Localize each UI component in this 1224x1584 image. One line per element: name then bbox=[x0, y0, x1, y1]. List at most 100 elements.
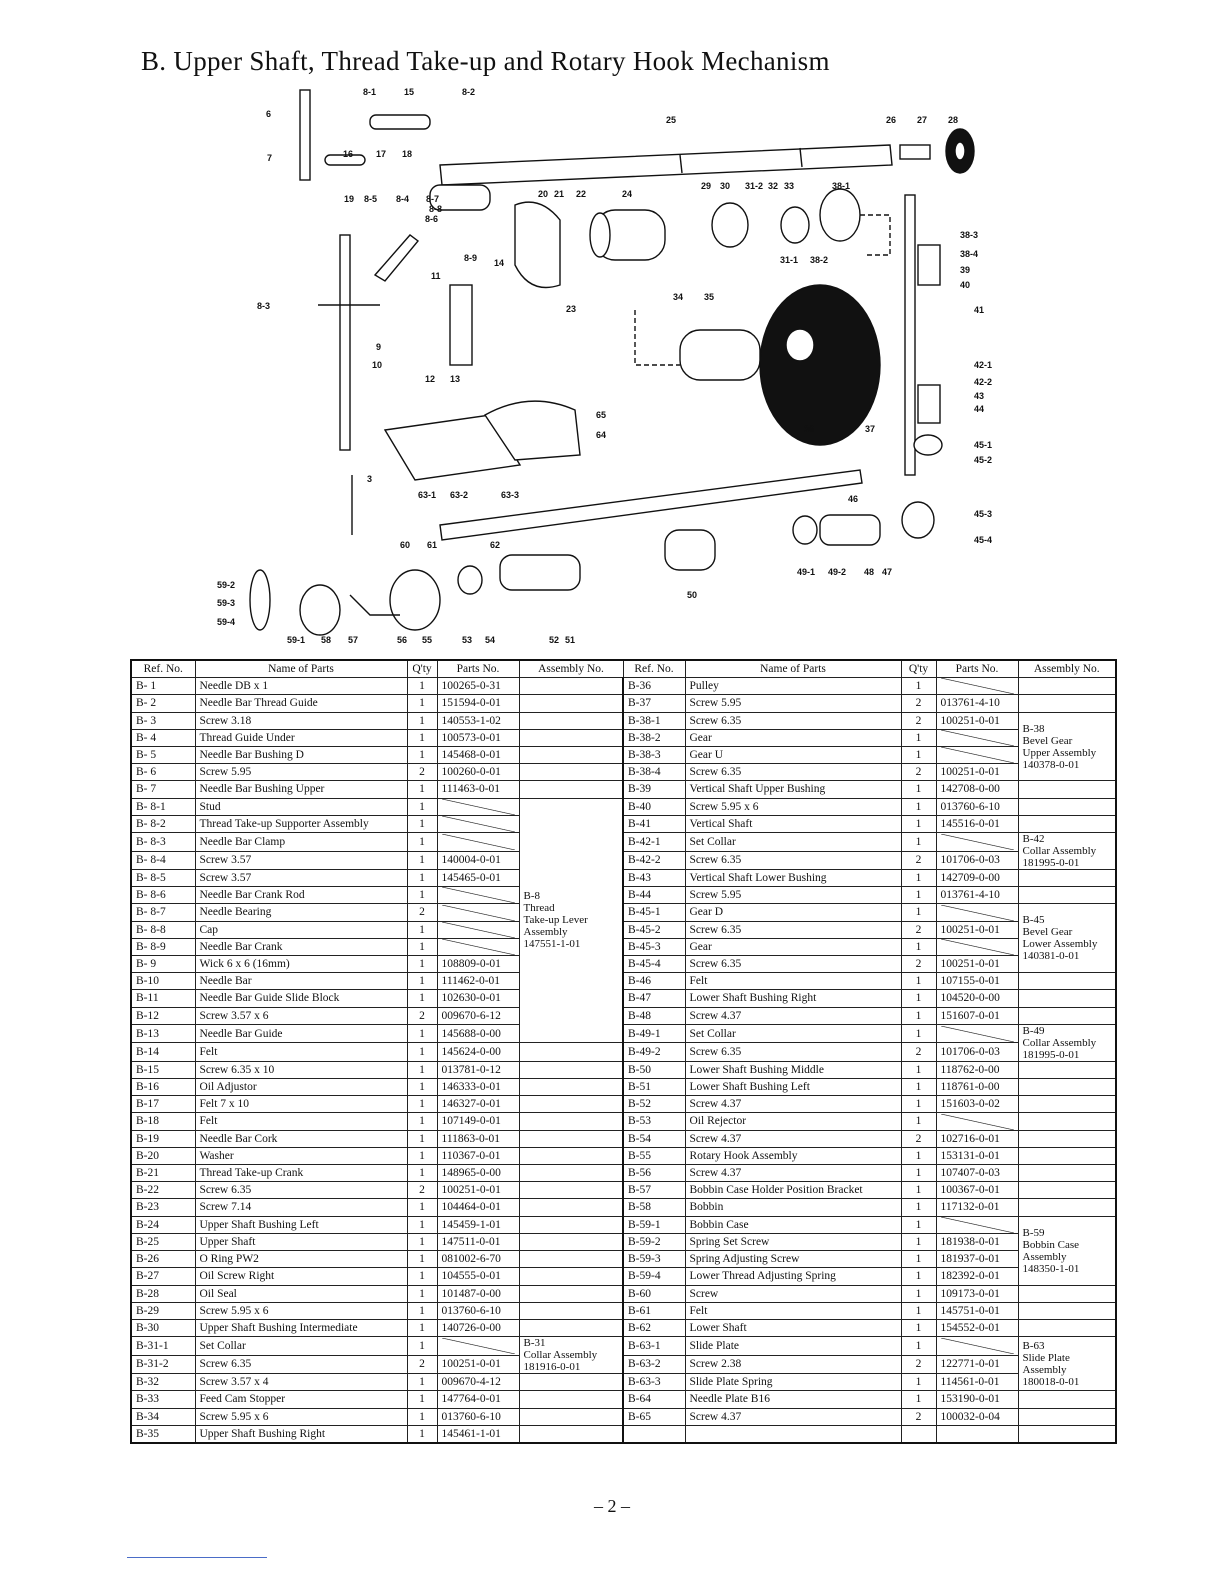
parts-no-cell: 145624-0-00 bbox=[436, 1042, 520, 1062]
qty-cell: 2 bbox=[900, 763, 937, 782]
part-name-cell: Screw bbox=[684, 1284, 902, 1303]
page-number: – 2 – bbox=[594, 1496, 630, 1516]
ref-no-cell: B-58 bbox=[622, 1198, 686, 1217]
blank-slash bbox=[441, 939, 515, 955]
qty-cell: 2 bbox=[900, 920, 937, 939]
ref-no-cell: B-22 bbox=[130, 1181, 196, 1200]
part-name-cell: Needle Bar Crank Rod bbox=[194, 886, 408, 905]
svg-text:38-1: 38-1 bbox=[832, 181, 850, 191]
assembly-no-cell bbox=[518, 1060, 624, 1080]
svg-text:63-1: 63-1 bbox=[418, 490, 436, 500]
qty-cell: 1 bbox=[406, 677, 438, 696]
svg-text:63-3: 63-3 bbox=[501, 490, 519, 500]
qty-cell: 1 bbox=[406, 869, 438, 888]
svg-text:28: 28 bbox=[948, 115, 958, 125]
assembly-no-cell bbox=[1017, 1164, 1117, 1183]
svg-text:60: 60 bbox=[400, 540, 410, 550]
part-name-cell: Screw 6.35 bbox=[684, 850, 902, 871]
svg-text:40: 40 bbox=[960, 280, 970, 290]
part-name-cell: Needle Bar Clamp bbox=[194, 832, 408, 852]
qty-cell: 1 bbox=[900, 1078, 937, 1097]
ref-no-cell: B-46 bbox=[622, 972, 686, 991]
qty-cell: 1 bbox=[406, 1267, 438, 1286]
part-name-cell: Screw 3.57 bbox=[194, 869, 408, 888]
part-name-cell: Washer bbox=[194, 1146, 408, 1166]
svg-text:45-3: 45-3 bbox=[974, 509, 992, 519]
blank-slash bbox=[441, 1337, 515, 1354]
ref-no-cell: B-23 bbox=[130, 1198, 196, 1217]
parts-no-cell: 146327-0-01 bbox=[436, 1095, 520, 1114]
parts-no-cell: 140553-1-02 bbox=[436, 711, 520, 730]
qty-cell: 1 bbox=[900, 1095, 937, 1114]
assembly-no-cell: B-45 Bevel Gear Lower Assembly 140381-0-… bbox=[1017, 903, 1117, 974]
part-name-cell: Lower Thread Adjusting Spring bbox=[684, 1267, 902, 1286]
ref-no-cell: B- 8-3 bbox=[130, 832, 196, 852]
part-name-cell: Needle Bar Cork bbox=[194, 1129, 408, 1148]
ref-no-cell: B-19 bbox=[130, 1129, 196, 1148]
page-title: B. Upper Shaft, Thread Take-up and Rotar… bbox=[141, 46, 830, 76]
blank-slash bbox=[441, 904, 515, 921]
ref-no-cell: B-18 bbox=[130, 1112, 196, 1131]
qty-cell: 1 bbox=[900, 1232, 937, 1252]
parts-no-cell: 104464-0-01 bbox=[436, 1198, 520, 1217]
part-name-cell: Felt bbox=[684, 1301, 902, 1320]
assembly-no-cell bbox=[1017, 1095, 1117, 1114]
part-name-cell: Screw 6.35 bbox=[194, 1354, 408, 1375]
ref-no-cell: B-45-3 bbox=[622, 937, 686, 957]
assembly-no-cell bbox=[518, 1390, 624, 1409]
parts-no-cell: 101706-0-03 bbox=[935, 1042, 1019, 1062]
parts-no-cell: 100251-0-01 bbox=[935, 920, 1019, 939]
assembly-no-cell bbox=[518, 780, 624, 799]
part-name-cell: Screw 3.57 bbox=[194, 850, 408, 871]
parts-no-cell: 117132-0-01 bbox=[935, 1198, 1019, 1217]
qty-cell: 1 bbox=[406, 1042, 438, 1062]
ref-no-cell: B-63-1 bbox=[622, 1336, 686, 1356]
part-name-cell: Set Collar bbox=[684, 832, 902, 852]
svg-text:45-4: 45-4 bbox=[974, 535, 992, 545]
parts-no-cell: 013781-0-12 bbox=[436, 1060, 520, 1080]
ref-no-cell: B-21 bbox=[130, 1164, 196, 1183]
svg-text:22: 22 bbox=[576, 189, 586, 199]
part-name-cell: Pulley bbox=[684, 677, 902, 696]
qty-cell: 1 bbox=[406, 1232, 438, 1252]
assembly-no-cell bbox=[1017, 797, 1117, 816]
part-name-cell: Screw 4.37 bbox=[684, 1095, 902, 1114]
ref-no-cell: B-38-2 bbox=[622, 728, 686, 748]
parts-no-cell: 122771-0-01 bbox=[935, 1354, 1019, 1375]
svg-text:17: 17 bbox=[376, 149, 386, 159]
part-name-cell: Screw 6.35 bbox=[684, 763, 902, 782]
parts-no-cell: 153190-0-01 bbox=[935, 1390, 1019, 1409]
empty-cell bbox=[1017, 1424, 1117, 1444]
ref-no-cell: B-36 bbox=[622, 677, 686, 696]
parts-no-cell: 118761-0-00 bbox=[935, 1078, 1019, 1097]
part-name-cell: Needle Bar Guide Slide Block bbox=[194, 989, 408, 1008]
ref-no-cell: B-15 bbox=[130, 1060, 196, 1080]
part-name-cell: Screw 5.95 bbox=[194, 763, 408, 782]
qty-cell: 1 bbox=[900, 1181, 937, 1200]
assembly-no-cell bbox=[518, 1129, 624, 1148]
parts-no-cell: 108809-0-01 bbox=[436, 955, 520, 974]
assembly-no-cell bbox=[518, 1250, 624, 1269]
qty-cell: 1 bbox=[900, 1215, 937, 1234]
part-name-cell: Gear bbox=[684, 937, 902, 957]
svg-text:24: 24 bbox=[622, 189, 632, 199]
blank-slash bbox=[441, 816, 515, 832]
part-name-cell: Gear bbox=[684, 728, 902, 748]
qty-cell: 2 bbox=[900, 1407, 937, 1426]
assembly-no-cell bbox=[1017, 1112, 1117, 1131]
qty-cell: 2 bbox=[406, 1181, 438, 1200]
ref-no-cell: B-63-2 bbox=[622, 1354, 686, 1375]
ref-no-cell: B-32 bbox=[130, 1373, 196, 1392]
assembly-no-cell bbox=[1017, 780, 1117, 799]
parts-no-cell bbox=[935, 903, 1019, 922]
parts-no-cell: 100032-0-04 bbox=[935, 1407, 1019, 1426]
svg-text:45-1: 45-1 bbox=[974, 440, 992, 450]
parts-no-cell: 100251-0-01 bbox=[436, 1181, 520, 1200]
svg-text:8-7: 8-7 bbox=[426, 194, 439, 204]
qty-cell: 1 bbox=[406, 1318, 438, 1338]
